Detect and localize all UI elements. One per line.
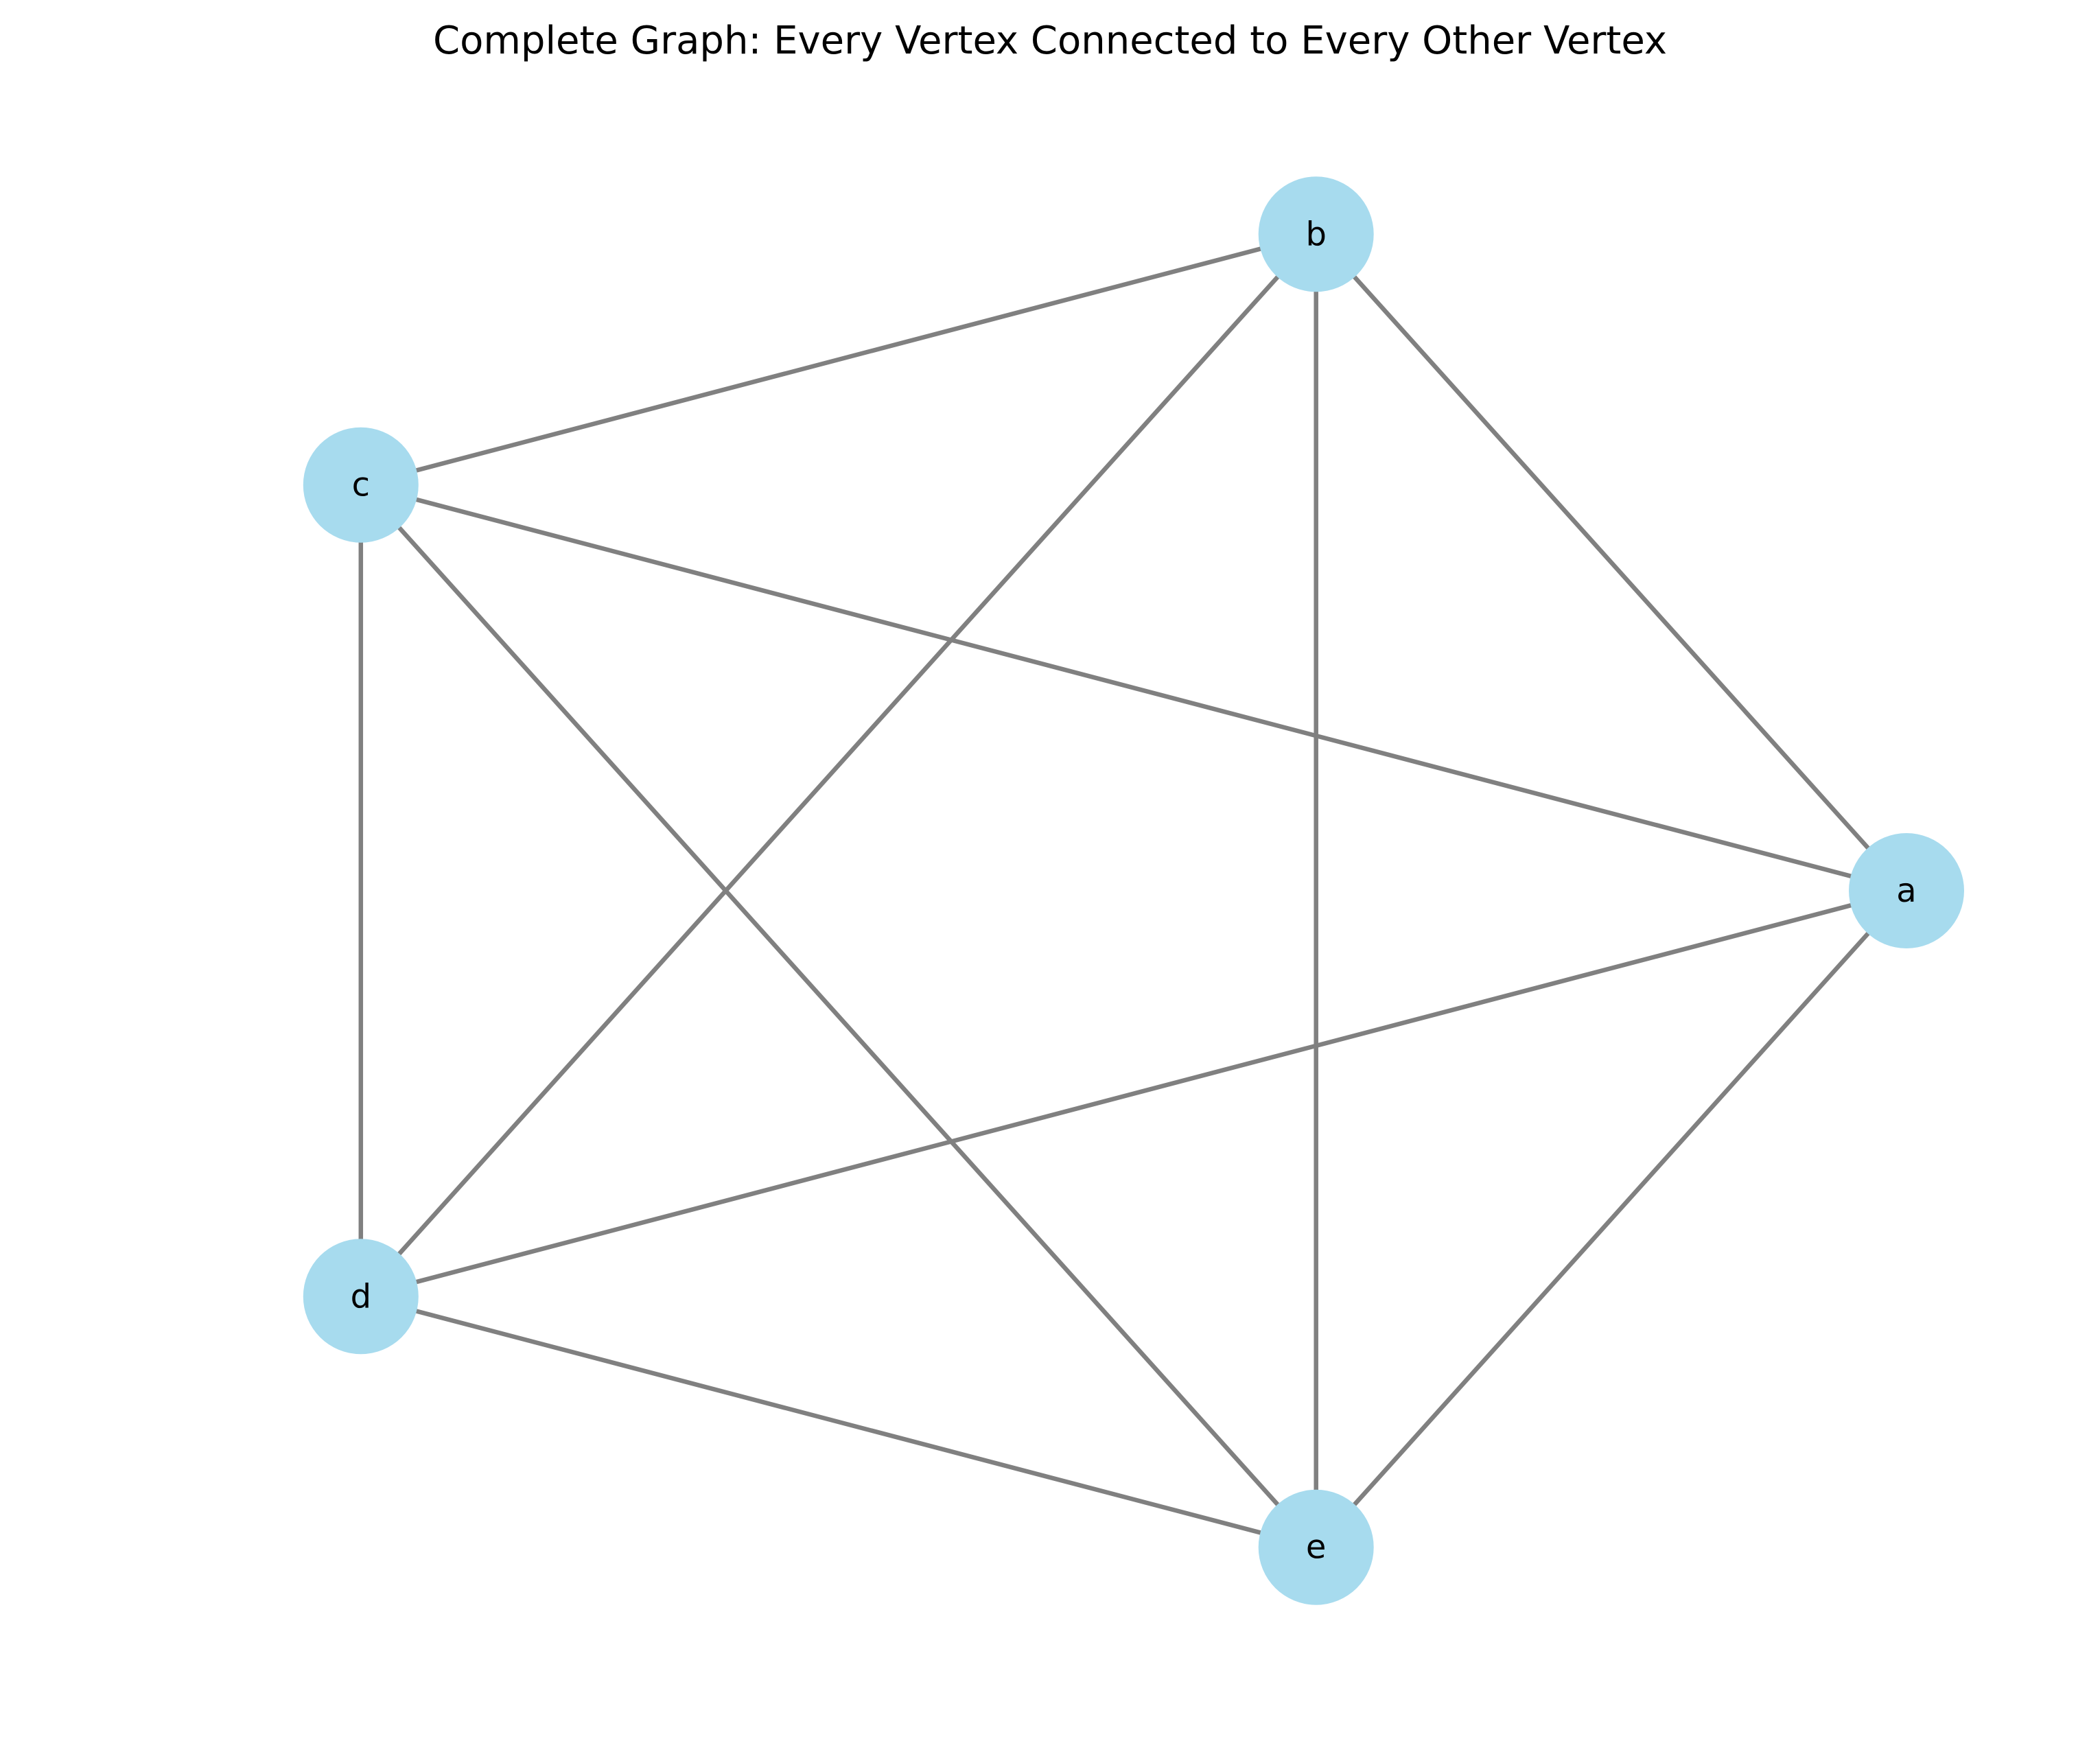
edge-a-b	[1314, 233, 1909, 893]
node-label-e: e	[1306, 1528, 1327, 1567]
node-circle-b	[1258, 176, 1374, 292]
edge-b-c	[360, 232, 1317, 487]
node-label-a: a	[1896, 872, 1916, 910]
edge-a-c	[360, 482, 1907, 893]
node-circle-c	[303, 427, 419, 543]
node-circle-d	[303, 1239, 419, 1355]
node-b: b	[1258, 176, 1374, 292]
edges-layer	[358, 232, 1909, 1550]
edge-d-e	[360, 1294, 1317, 1550]
edge-a-d	[360, 888, 1907, 1299]
node-label-d: d	[351, 1277, 371, 1316]
node-circle-a	[1849, 833, 1964, 948]
node-a: a	[1849, 833, 1964, 948]
edge-c-e	[359, 483, 1318, 1549]
edge-b-d	[359, 233, 1318, 1298]
node-circle-e	[1258, 1489, 1374, 1605]
edge-a-e	[1314, 889, 1909, 1549]
node-label-c: c	[352, 466, 370, 504]
nodes-layer: a b c d e	[303, 176, 1964, 1605]
node-label-b: b	[1305, 215, 1326, 253]
node-e: e	[1258, 1489, 1374, 1605]
node-c: c	[303, 427, 419, 543]
graph-title: Complete Graph: Every Vertex Connected t…	[433, 19, 1667, 63]
node-d: d	[303, 1239, 419, 1355]
